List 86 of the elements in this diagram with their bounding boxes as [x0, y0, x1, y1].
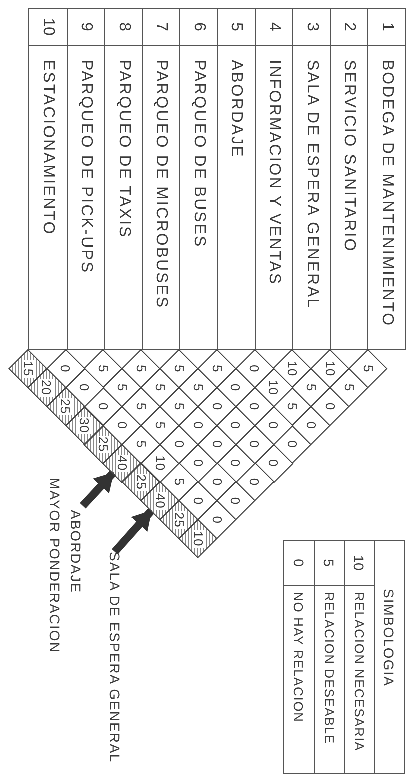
legend-value: 0	[284, 541, 314, 586]
relation-value: 5	[134, 440, 148, 450]
relation-value: 0	[229, 420, 242, 430]
total-value: 20	[40, 379, 54, 397]
space-name: SALA DE ESPERA GENERAL	[292, 46, 330, 349]
space-name: SERVICIO SANITARIO	[330, 46, 368, 349]
legend-description: RELACION NECESARIA	[344, 586, 374, 773]
item-number: 8	[104, 9, 142, 46]
relation-value: 0	[267, 420, 280, 430]
arrow	[112, 508, 154, 555]
item-number: 6	[179, 9, 218, 46]
relation-value: 0	[210, 515, 224, 525]
relation-value: 10	[286, 360, 300, 378]
relation-value: 0	[248, 402, 262, 412]
relation-value: 0	[192, 420, 205, 430]
space-name: PARQUEO DE BUSES	[179, 46, 218, 349]
total-value: 30	[78, 416, 92, 434]
relation-value: 0	[286, 440, 300, 450]
relation-value: 5	[134, 402, 148, 412]
relation-value: 0	[78, 382, 92, 393]
legend-description: RELACION DESEABLE	[314, 586, 344, 773]
item-number: 7	[142, 9, 180, 46]
relation-value: 0	[248, 364, 262, 374]
legend-value: 5	[314, 541, 344, 586]
relation-value: 5	[154, 382, 167, 393]
annotation-text: ABORDAJE	[68, 510, 83, 596]
relation-value: 5	[172, 402, 186, 412]
total-value: 25	[97, 436, 110, 454]
space-name: PARQUEO DE PICK-UPS	[66, 46, 104, 349]
item-number: 10	[29, 9, 67, 46]
space-name: BODEGA DE MANTENIMIENTO	[367, 46, 405, 349]
relation-value: 0	[59, 364, 72, 374]
total-value: 40	[116, 454, 130, 472]
relation-value: 5	[342, 382, 356, 393]
total-value: 10	[192, 530, 205, 548]
relation-value: 0	[172, 440, 186, 450]
item-number: 2	[330, 9, 368, 46]
relation-value: 0	[324, 402, 337, 412]
relation-value: 0	[305, 420, 318, 430]
relation-value: 5	[154, 420, 167, 430]
relation-value: 5	[305, 382, 318, 393]
space-name: ESTACIONAMIENTO	[38, 59, 58, 238]
relation-value: 0	[116, 420, 130, 430]
legend-value: 10	[344, 541, 374, 586]
item-number: 4	[254, 9, 292, 46]
item-number: 3	[292, 9, 330, 46]
relation-value: 0	[248, 477, 262, 488]
legend-description: NO HAY RELACION	[290, 591, 308, 725]
relation-value: 0	[267, 458, 280, 468]
item-number: 1	[367, 9, 405, 46]
total-value: 40	[154, 492, 167, 510]
relation-value: 0	[192, 496, 205, 506]
relation-value: 0	[210, 477, 224, 488]
arrow	[80, 470, 116, 509]
space-name: PARQUEO DE MICROBUSES	[142, 46, 180, 349]
annotation-text: SALA DE ESPERA GENERAL	[107, 552, 122, 766]
relation-value: 5	[116, 382, 130, 393]
relation-value: 0	[229, 496, 242, 506]
total-value: 25	[172, 511, 186, 529]
relation-value: 10	[324, 360, 337, 378]
relation-value: 0	[210, 440, 224, 450]
relation-value: 0	[192, 458, 205, 468]
relation-value: 0	[210, 402, 224, 412]
item-number: 5	[217, 9, 255, 46]
space-name: ABORDAJE	[217, 46, 255, 349]
relation-value: 10	[267, 379, 280, 397]
relation-value: 0	[248, 440, 262, 450]
space-name: INFORMACION Y VENTAS	[254, 46, 292, 349]
relation-value: 0	[97, 402, 110, 412]
relation-value: 0	[229, 382, 242, 393]
relation-value: 5	[210, 364, 224, 374]
total-value: 25	[59, 398, 72, 416]
relation-value: 5	[286, 402, 300, 412]
total-value: 15	[22, 360, 35, 378]
annotation-text: MAYOR PONDERACION	[47, 478, 62, 656]
relation-value: 5	[362, 364, 375, 374]
legend-title: SIMBOLOGIA	[374, 541, 404, 773]
relation-value: 0	[229, 458, 242, 468]
relation-value: 5	[192, 382, 205, 393]
relation-value: 5	[172, 364, 186, 374]
item-number: 9	[66, 9, 104, 46]
relation-value: 5	[97, 364, 110, 374]
space-name: PARQUEO DE TAXIS	[104, 46, 142, 349]
relation-value: 5	[134, 364, 148, 374]
relation-value: 10	[154, 454, 167, 472]
relation-value: 5	[172, 477, 186, 488]
